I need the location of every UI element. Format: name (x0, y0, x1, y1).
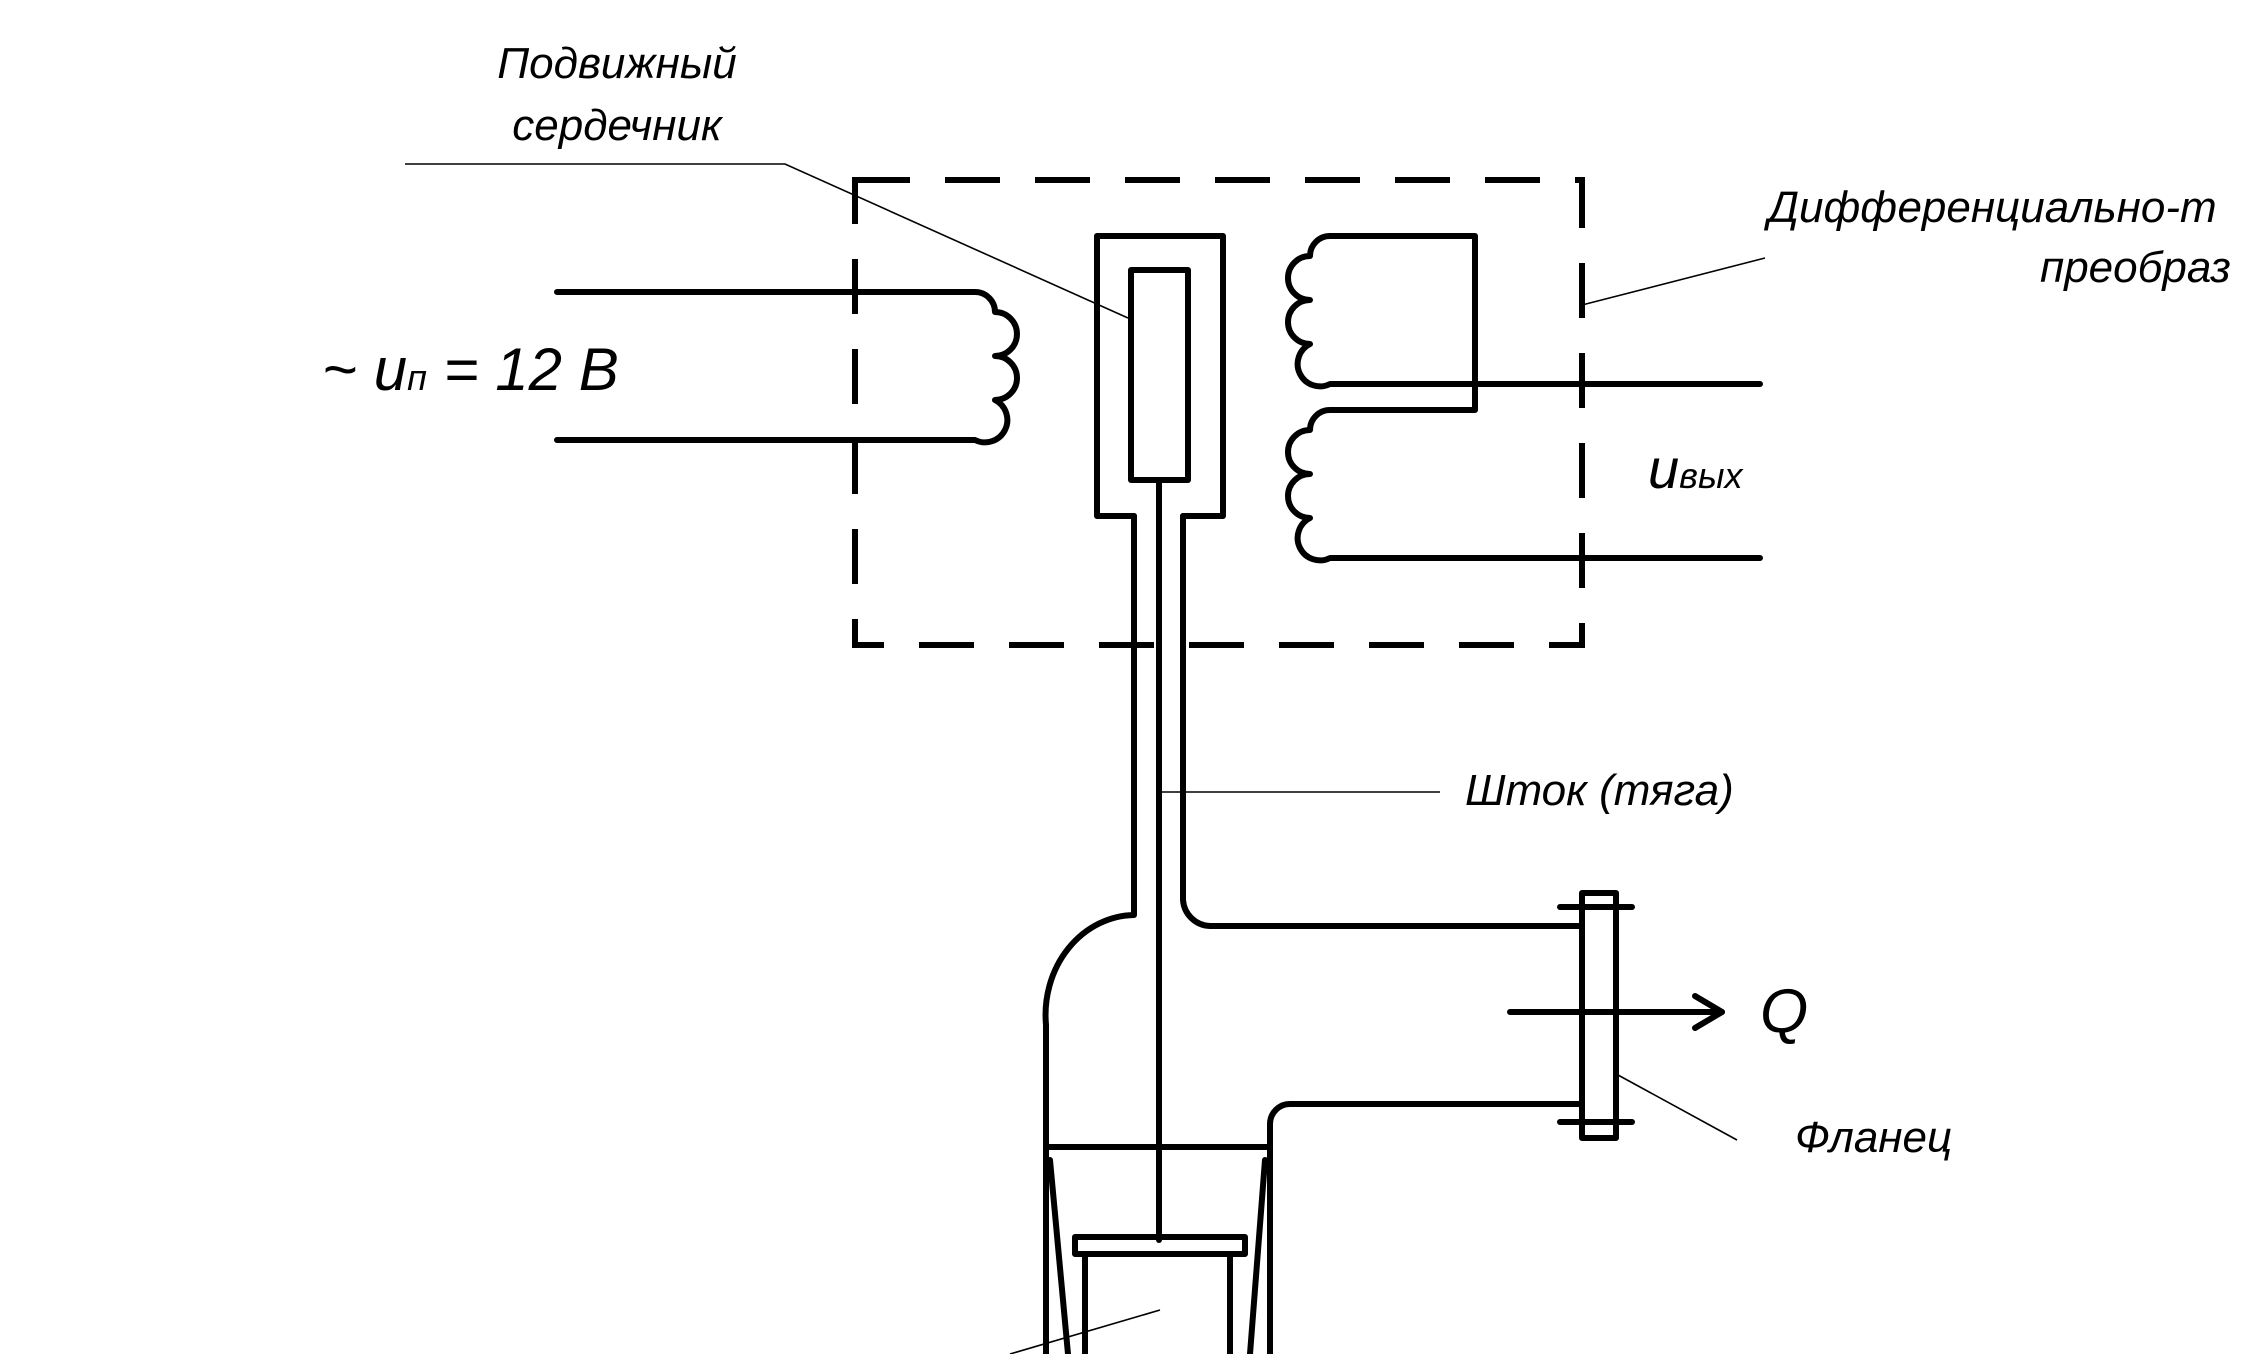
output-voltage-label: uвых (1648, 437, 1744, 500)
flow-label: Q (1760, 977, 1808, 1046)
core-guide (1094, 233, 1226, 519)
movable-core-label-line1: Подвижный (497, 39, 736, 88)
supply-voltage-label: ~ uп = 12 В (322, 336, 619, 403)
transformer-label-line2: преобраз (2040, 243, 2231, 292)
secondary-windings (1285, 233, 1763, 564)
leader-flange (1617, 1074, 1738, 1141)
valve-plug (1072, 1234, 1248, 1354)
flange-label: Фланец (1795, 1113, 1952, 1162)
movable-core (1128, 267, 1191, 483)
valve-body (1042, 513, 1583, 1354)
flange (1557, 890, 1635, 1141)
leader-plug (1009, 1309, 1161, 1354)
leader-core (405, 163, 1129, 319)
flow-arrow (1507, 993, 1725, 1031)
transformer-housing-dashed (852, 177, 1585, 648)
rod-label: Шток (тяга) (1465, 766, 1734, 815)
transformer-label-line1: Дифференциально-т (1763, 183, 2217, 232)
leader-transformer (1581, 257, 1766, 306)
primary-winding (554, 289, 1020, 446)
movable-core-label-line2: сердечник (512, 101, 724, 150)
